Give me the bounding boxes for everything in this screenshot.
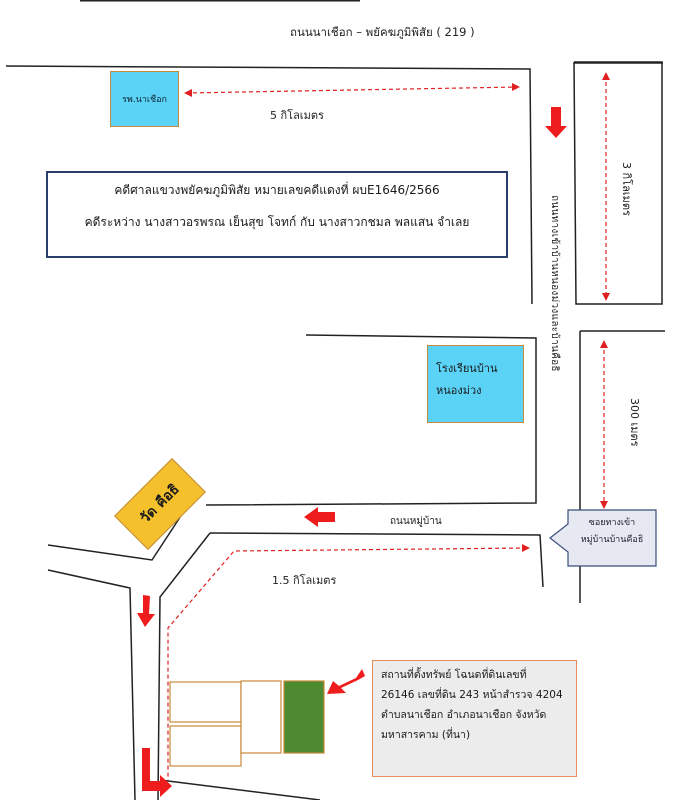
- property-info-box: สถานที่ตั้งทรัพย์ โฉนดที่ดินเลขที่ 26146…: [372, 660, 577, 777]
- diagonal-road: [157, 532, 211, 800]
- temple-road-lower: [209, 532, 544, 588]
- land-plots: [169, 680, 325, 767]
- case-line-1: คดีศาลแขวงพยัคฆภูมิพิสัย หมายเลขคดีแดงที…: [114, 183, 440, 197]
- arrowhead-5km-left: [184, 89, 192, 97]
- middle-road-left-edge: [205, 334, 537, 506]
- arrow-down-left-road: [137, 595, 155, 627]
- plot-target: [283, 680, 325, 754]
- arrow-down-right-road: [545, 107, 567, 138]
- soi-sign: ซอยทางเข้า หมู่บ้านบ้านคือธิ: [567, 512, 657, 564]
- plot-top-left: [169, 681, 242, 723]
- main-road-east-north-edge: [573, 61, 663, 305]
- main-road-north-edge: [5, 65, 533, 305]
- school-box: โรงเรียนบ้าน หนองม่วง: [427, 345, 524, 423]
- case-line-2: คดีระหว่าง นางสาวอรพรณ เย็นสุข โจทก์ กับ…: [84, 215, 470, 229]
- distance-line-1-5km: [167, 547, 528, 780]
- case-info-box: คดีศาลแขวงพยัคฆภูมิพิสัย หมายเลขคดีแดงที…: [46, 171, 508, 258]
- direction-arrows: [137, 107, 567, 797]
- top-road-title: ถนนนาเชือก – พยัคฆภูมิพิสัย ( 219 ): [290, 25, 475, 39]
- distance-lines: [167, 75, 607, 780]
- arrowhead-300m-bottom: [600, 501, 608, 509]
- bottom-road: [159, 779, 321, 800]
- distance-arrowheads: [184, 72, 610, 552]
- hospital-box: รพ.นาเชือก: [110, 71, 179, 127]
- arrowhead-3km-top: [602, 72, 610, 80]
- school-line-1: โรงเรียนบ้าน: [436, 362, 498, 375]
- arrowhead-3km-bottom: [602, 293, 610, 301]
- village-road-label: ถนนหมู่บ้าน: [390, 516, 442, 527]
- arrow-turn-bottom: [142, 748, 172, 797]
- soi-sign-shape: [549, 509, 657, 567]
- arrow-left-village-road: [304, 507, 335, 527]
- arrow-to-plot: [327, 669, 365, 694]
- plot-middle: [240, 680, 282, 754]
- distance-1-5km-label: 1.5 กิโลเมตร: [272, 574, 337, 587]
- property-line-1: สถานที่ตั้งทรัพย์ โฉนดที่ดินเลขที่: [381, 669, 527, 681]
- distance-3km-label: 3 กิโลเมตร: [620, 162, 633, 216]
- hospital-label: รพ.นาเชือก: [122, 95, 167, 105]
- plot-bottom-left: [169, 725, 242, 767]
- west-road-lower: [47, 569, 136, 800]
- arrowhead-5km-right: [512, 83, 520, 91]
- vertical-road-label: ถนนทางเข้าบ้านหนองม่วงและบ้านคือธิ: [549, 195, 560, 372]
- soi-line-2: หมู่บ้านบ้านคือธิ: [580, 535, 644, 545]
- arrowhead-300m-top: [600, 340, 608, 348]
- school-line-2: หนองม่วง: [436, 384, 482, 397]
- distance-line-5km: [185, 86, 519, 94]
- property-line-2: 26146 เลขที่ดิน 243 หน้าสำรวจ 4204: [381, 689, 563, 701]
- soi-line-1: ซอยทางเข้า: [588, 518, 636, 528]
- property-line-3: ตำบลนาเชือก อำเภอนาเชือก จังหวัด: [381, 709, 547, 721]
- property-line-4: มหาสารคาม (ที่นา): [381, 729, 471, 741]
- temple-road-upper: [47, 504, 189, 561]
- arrowhead-1-5km-right: [522, 544, 530, 552]
- distance-300m-label: 300 เมตร: [628, 398, 641, 447]
- road-lines: [5, 0, 665, 800]
- distance-5km-label: 5 กิโลเมตร: [270, 109, 324, 122]
